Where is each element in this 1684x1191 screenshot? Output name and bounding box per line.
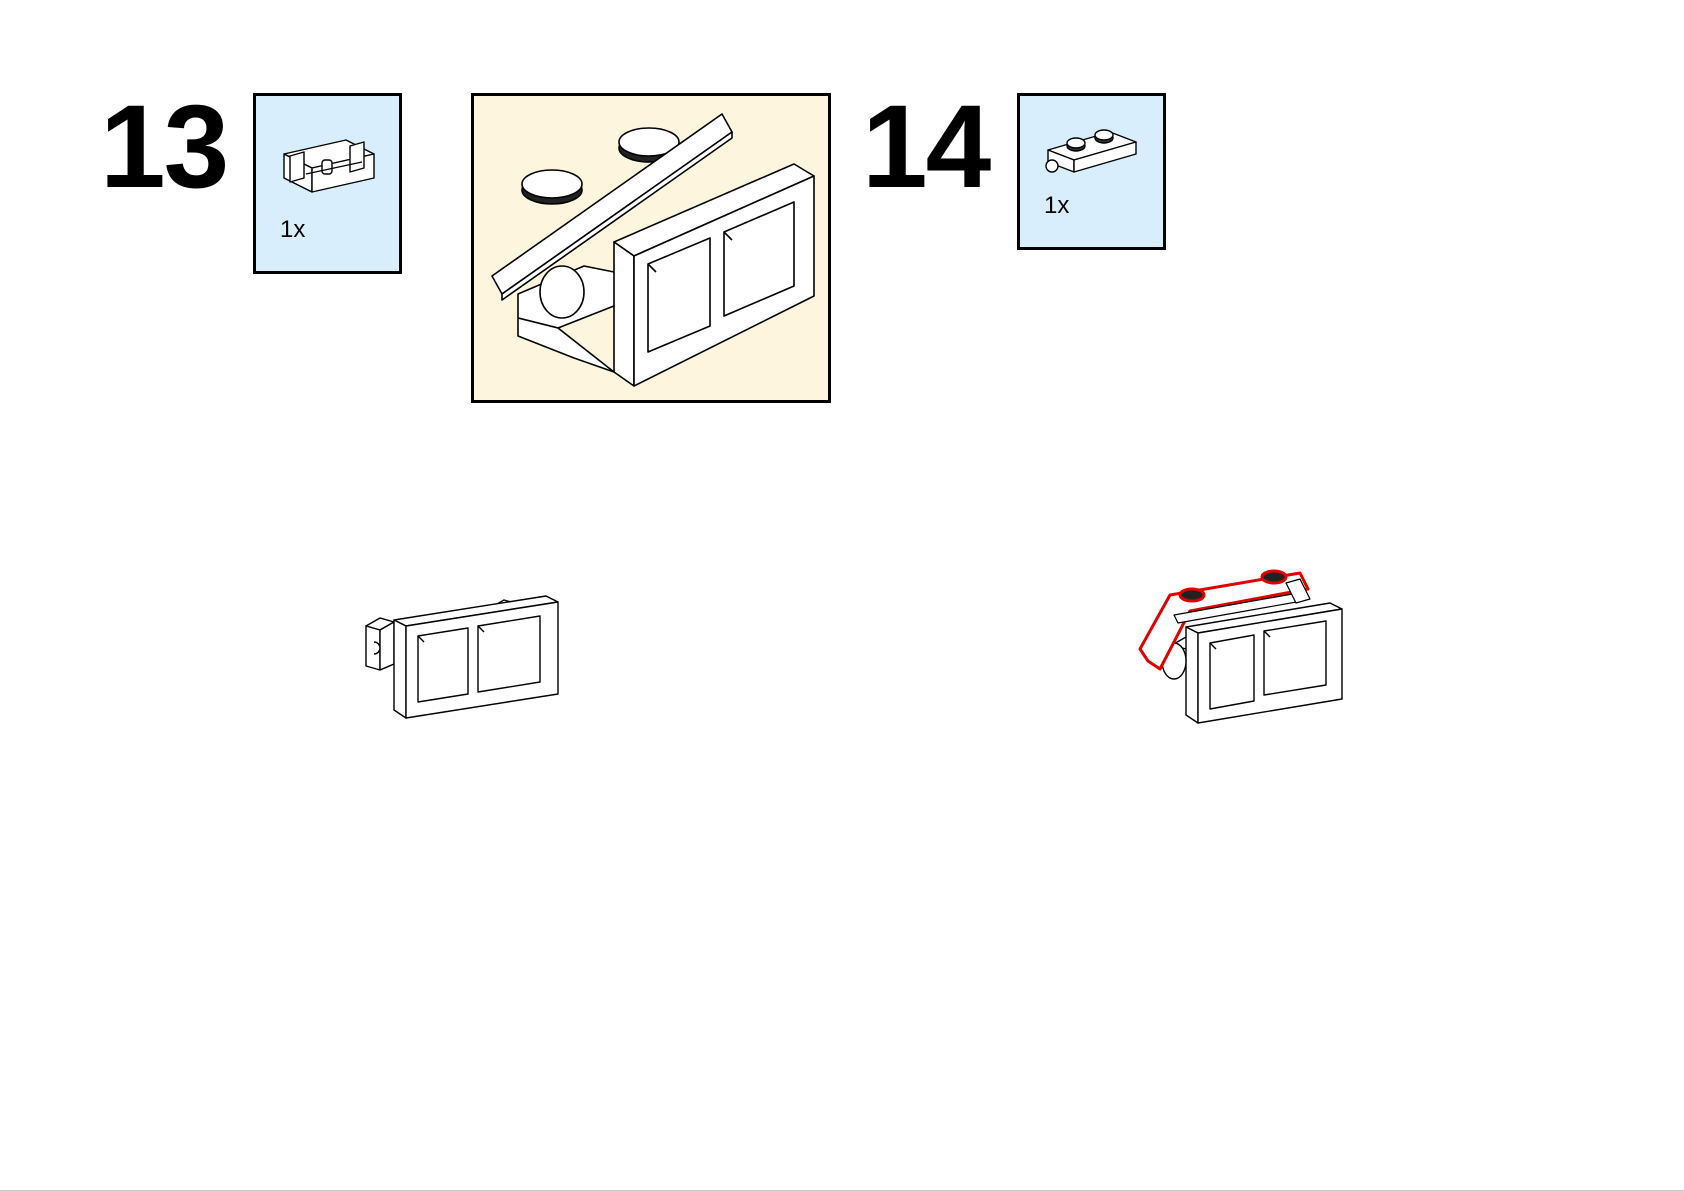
- parts-list-step-13: 1x: [253, 93, 402, 274]
- callout-subassembly: [471, 93, 831, 403]
- parts-list-step-14: 1x: [1017, 93, 1166, 250]
- step-number-13: 13: [100, 81, 229, 213]
- new-part-highlight: [1138, 569, 1310, 671]
- step-14-model: [1138, 569, 1343, 724]
- callout-model-illustration: [491, 113, 815, 387]
- step-13-model: [365, 595, 559, 719]
- step-number-14: 14: [862, 81, 991, 213]
- part-quantity: 1x: [1044, 192, 1070, 219]
- plate-1x2-with-studs-icon: [1045, 129, 1137, 173]
- hinge-plate-icon: [283, 139, 375, 193]
- part-quantity: 1x: [280, 216, 306, 243]
